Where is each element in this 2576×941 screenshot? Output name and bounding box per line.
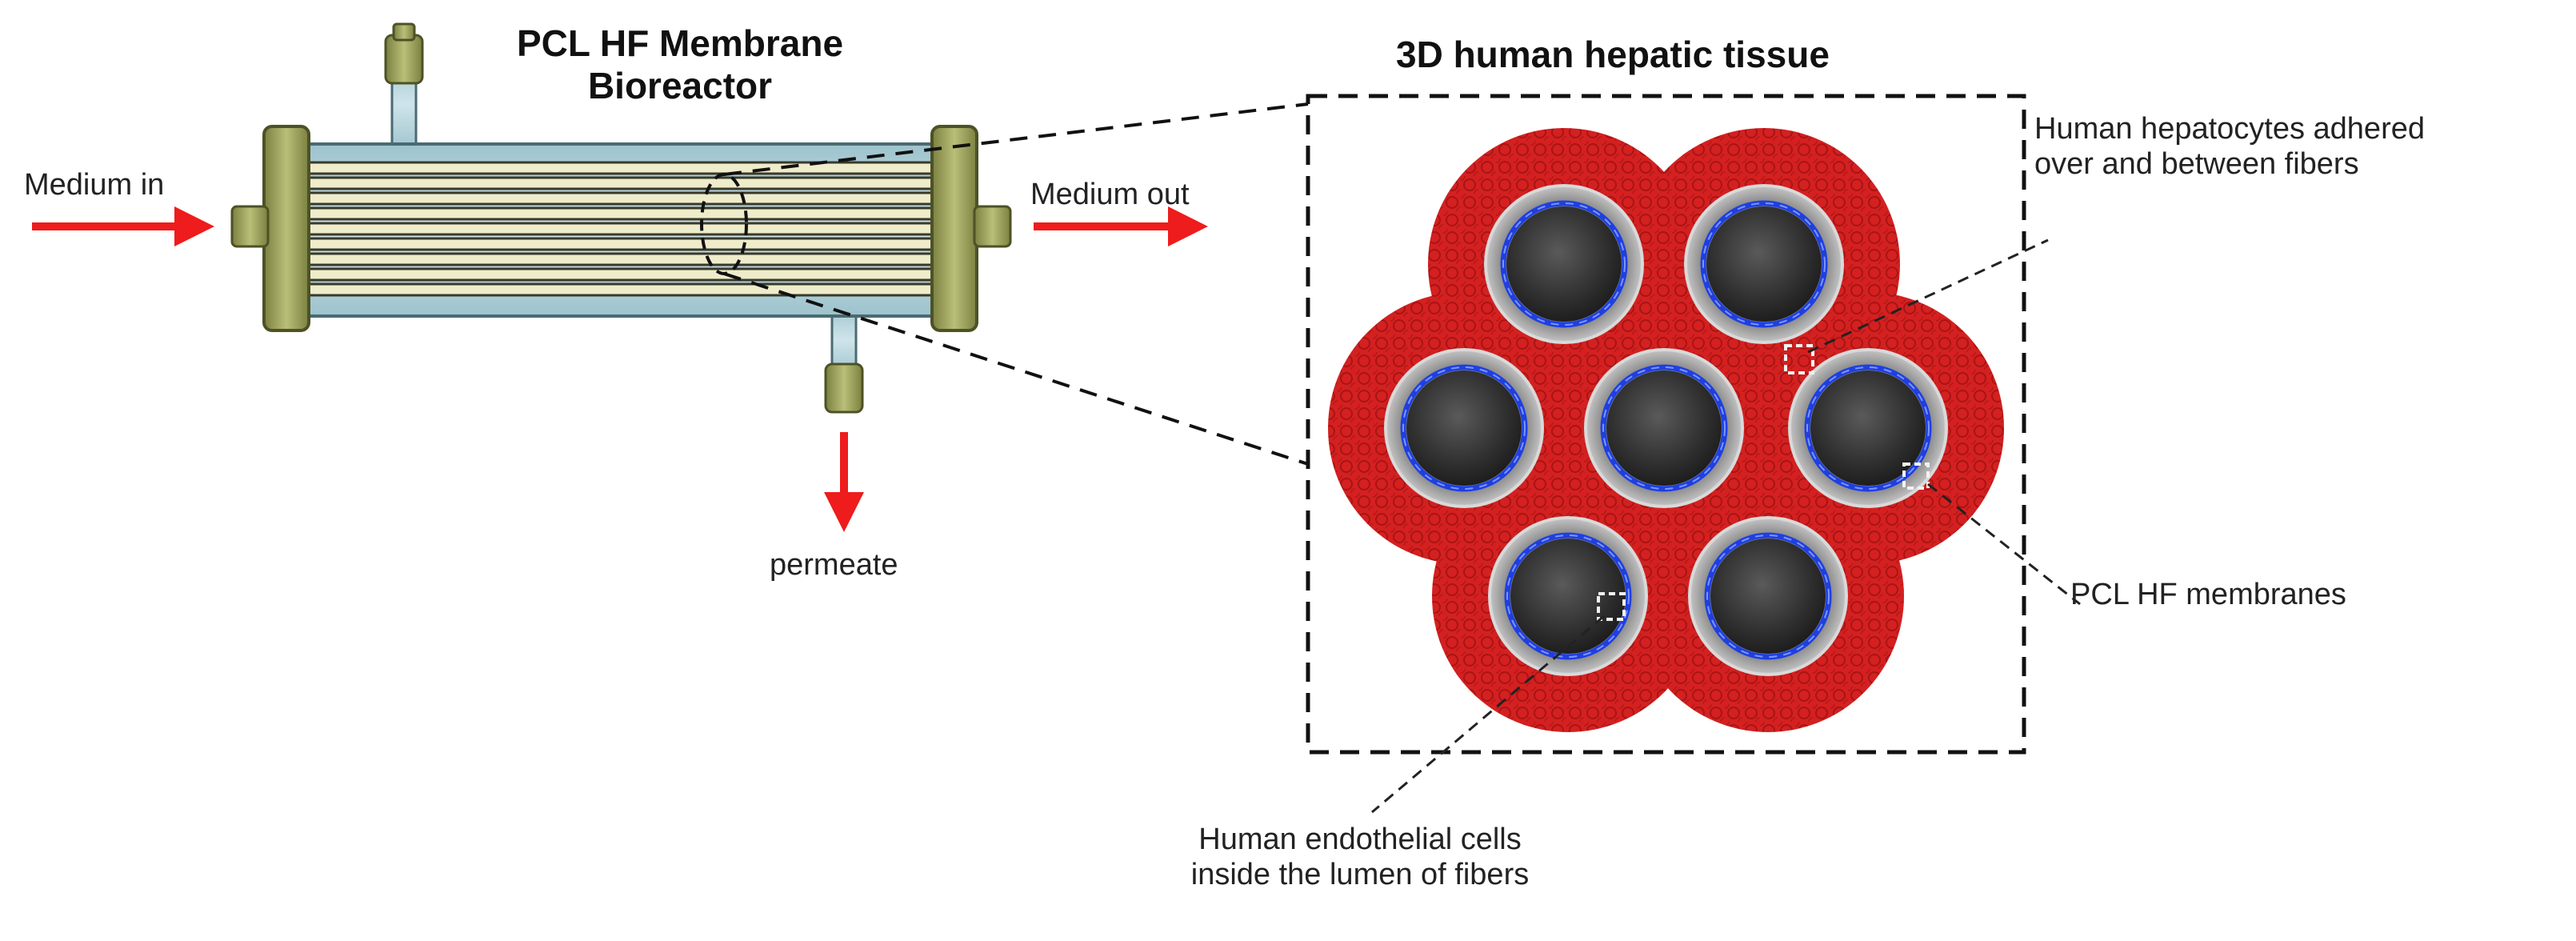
fiber-bundle [302, 161, 946, 297]
endothelial-cell-detail [1806, 366, 1930, 490]
endothelial-selection-box [1597, 592, 1626, 621]
fiber-lumen [1810, 370, 1926, 486]
fiber-lumen [1706, 206, 1822, 322]
zoom-lines [723, 102, 1309, 466]
medium-in-label: Medium in [24, 168, 165, 202]
callout-lines [1371, 238, 2081, 814]
endothelial-cell-detail [1602, 366, 1726, 490]
bottom-port-cap [824, 362, 864, 414]
left-nozzle [230, 205, 270, 248]
endothelial-callout-line1: Human endothelial cells [1198, 823, 1522, 856]
membranes-callout: PCL HF membranes [2070, 578, 2346, 611]
fiber-lumen [1406, 370, 1522, 486]
bioreactor-title-line2: Bioreactor [587, 64, 773, 106]
membrane-leader [1927, 483, 2081, 606]
bioreactor-title-line1: PCL HF Membrane [516, 22, 844, 64]
right-nozzle [973, 205, 1012, 248]
hollow-fiber [1684, 184, 1844, 344]
permeate-label: permeate [770, 548, 898, 582]
hepatic-tissue [1328, 128, 2004, 732]
right-flange [930, 125, 978, 332]
membrane-selection-box [1902, 462, 1930, 490]
tissue-title: 3D human hepatic tissue [1396, 34, 1830, 75]
hepatocytes-callout: Human hepatocytes adhered over and betwe… [2034, 112, 2425, 182]
endothelial-cell-detail [1502, 202, 1626, 326]
endothelial-cell-detail [1506, 535, 1630, 658]
hepatocytes-callout-line2: over and between fibers [2034, 146, 2359, 181]
fiber-lumen [1710, 539, 1826, 654]
endothelial-cell-detail [1702, 202, 1826, 326]
endothelial-cell-detail [1706, 535, 1830, 658]
hollow-fiber [1688, 516, 1848, 676]
hollow-fiber [1484, 184, 1644, 344]
flow-arrows [32, 206, 1208, 532]
hollow-fibers [1384, 184, 1948, 676]
tissue-frame [1306, 94, 2026, 755]
endothelial-callout-line2: inside the lumen of fibers [1190, 857, 1530, 891]
left-flange [262, 125, 310, 332]
hollow-fiber [1788, 348, 1948, 508]
hollow-fiber [1584, 348, 1744, 508]
top-port-cap [384, 34, 424, 85]
fiber-lumen [1510, 539, 1626, 654]
fiber-lumen [1506, 206, 1622, 322]
bioreactor [230, 22, 1012, 414]
medium-out-label: Medium out [1030, 178, 1190, 211]
fiber-lumen [1606, 370, 1722, 486]
hepatocyte-selection-box [1784, 344, 1814, 374]
hepatocytes-callout-line1: Human hepatocytes adhered [2034, 112, 2425, 146]
endothelial-callout: Human endothelial cells inside the lumen… [1072, 823, 1648, 892]
hepatocyte-leader [1807, 238, 2049, 354]
endothelial-cell-detail [1402, 366, 1526, 490]
bioreactor-title: PCL HF Membrane Bioreactor [472, 22, 888, 107]
hollow-fiber [1384, 348, 1544, 508]
endothelial-leader [1371, 615, 1605, 814]
hollow-fiber [1488, 516, 1648, 676]
